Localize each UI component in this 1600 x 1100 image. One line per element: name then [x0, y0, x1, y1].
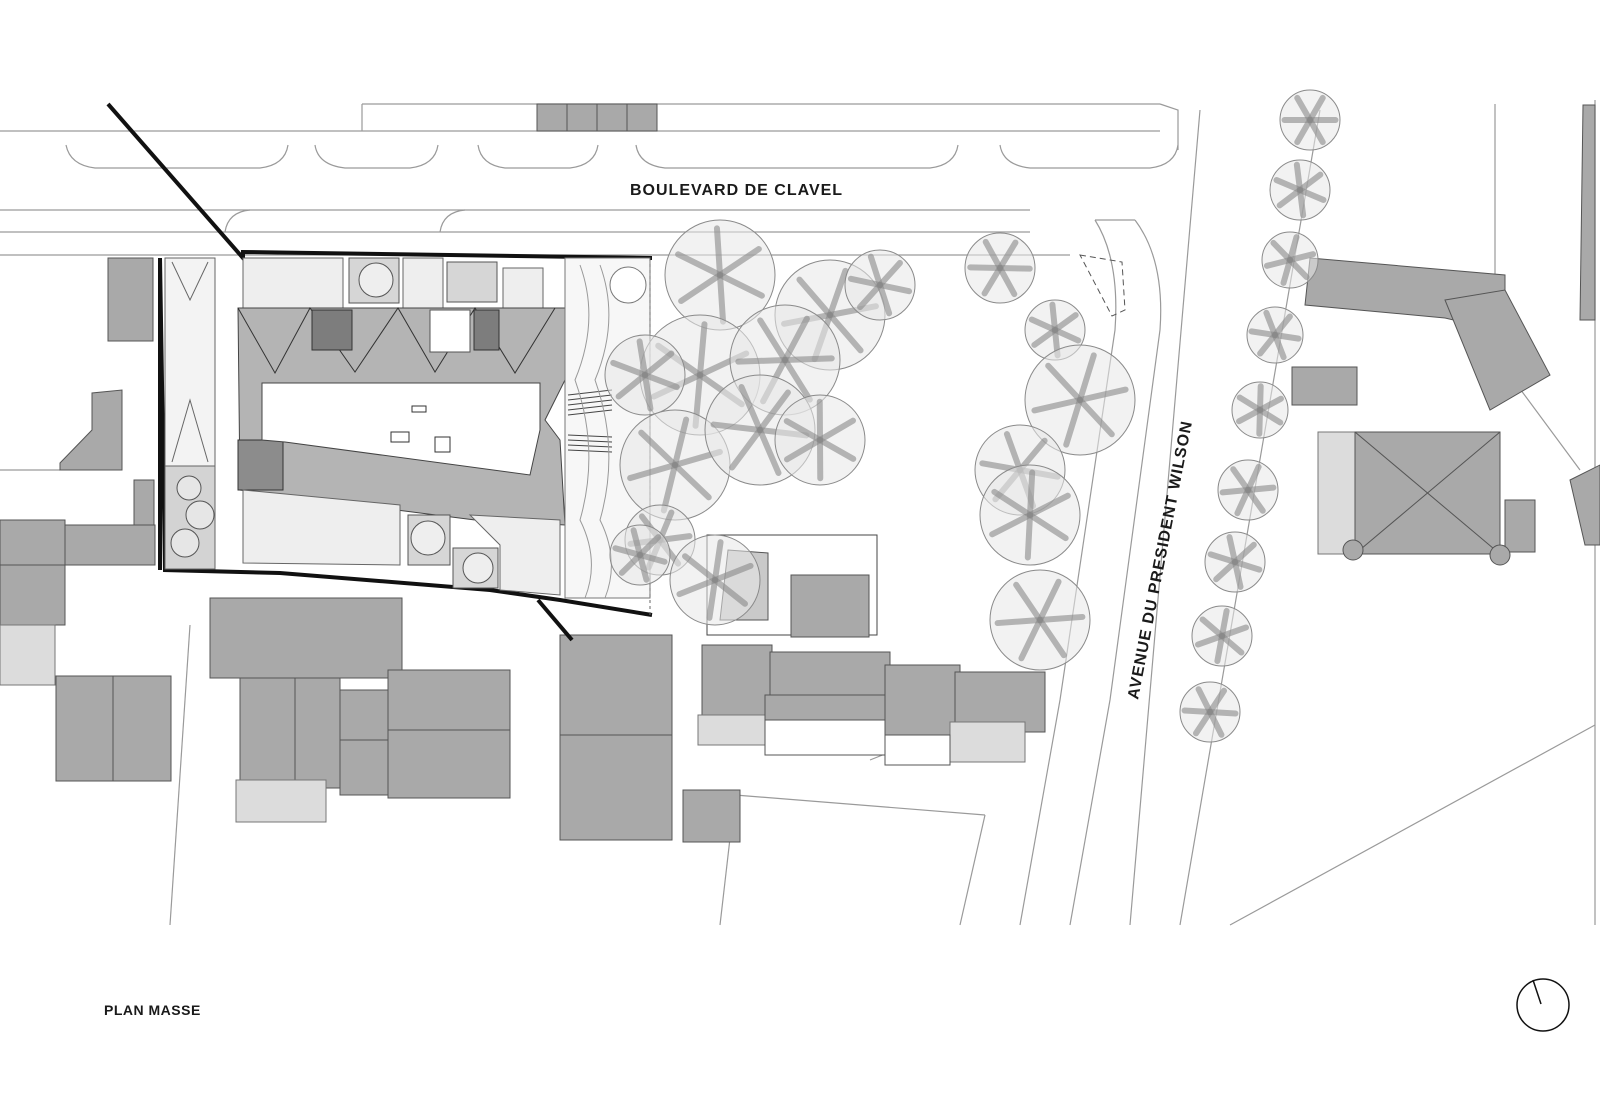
tree-icon [1269, 159, 1331, 221]
tree-icon [979, 464, 1081, 566]
avenue-label: AVENUE DU PRESIDENT WILSON [1125, 419, 1196, 701]
tree-icon [609, 524, 671, 586]
plan-title: PLAN MASSE [104, 1002, 201, 1018]
north-arrow-icon [1516, 978, 1570, 1032]
tree-icon [989, 569, 1091, 671]
tree-icon [1261, 231, 1319, 289]
project-site [106, 102, 653, 642]
tree-icon [1179, 681, 1241, 743]
tree-canopies [604, 89, 1341, 743]
neighbouring-buildings [0, 103, 1600, 843]
tree-icon [1204, 531, 1266, 593]
tree-icon [844, 249, 916, 321]
tree-icon [1217, 459, 1279, 521]
site-boundary [106, 102, 653, 264]
tree-icon [1279, 89, 1341, 151]
tree-icon [1191, 605, 1253, 667]
tree-icon [1024, 344, 1136, 456]
tree-icon [619, 409, 731, 521]
tree-icon [604, 334, 686, 416]
tree-icon [774, 394, 866, 486]
tree-icon [964, 232, 1036, 304]
tree-icon [1246, 306, 1304, 364]
tree-icon [1231, 381, 1289, 439]
tree-icon [669, 534, 761, 626]
tree-icon [1024, 299, 1086, 361]
tree-icon [664, 219, 776, 331]
boulevard-label: BOULEVARD DE CLAVEL [630, 182, 843, 199]
